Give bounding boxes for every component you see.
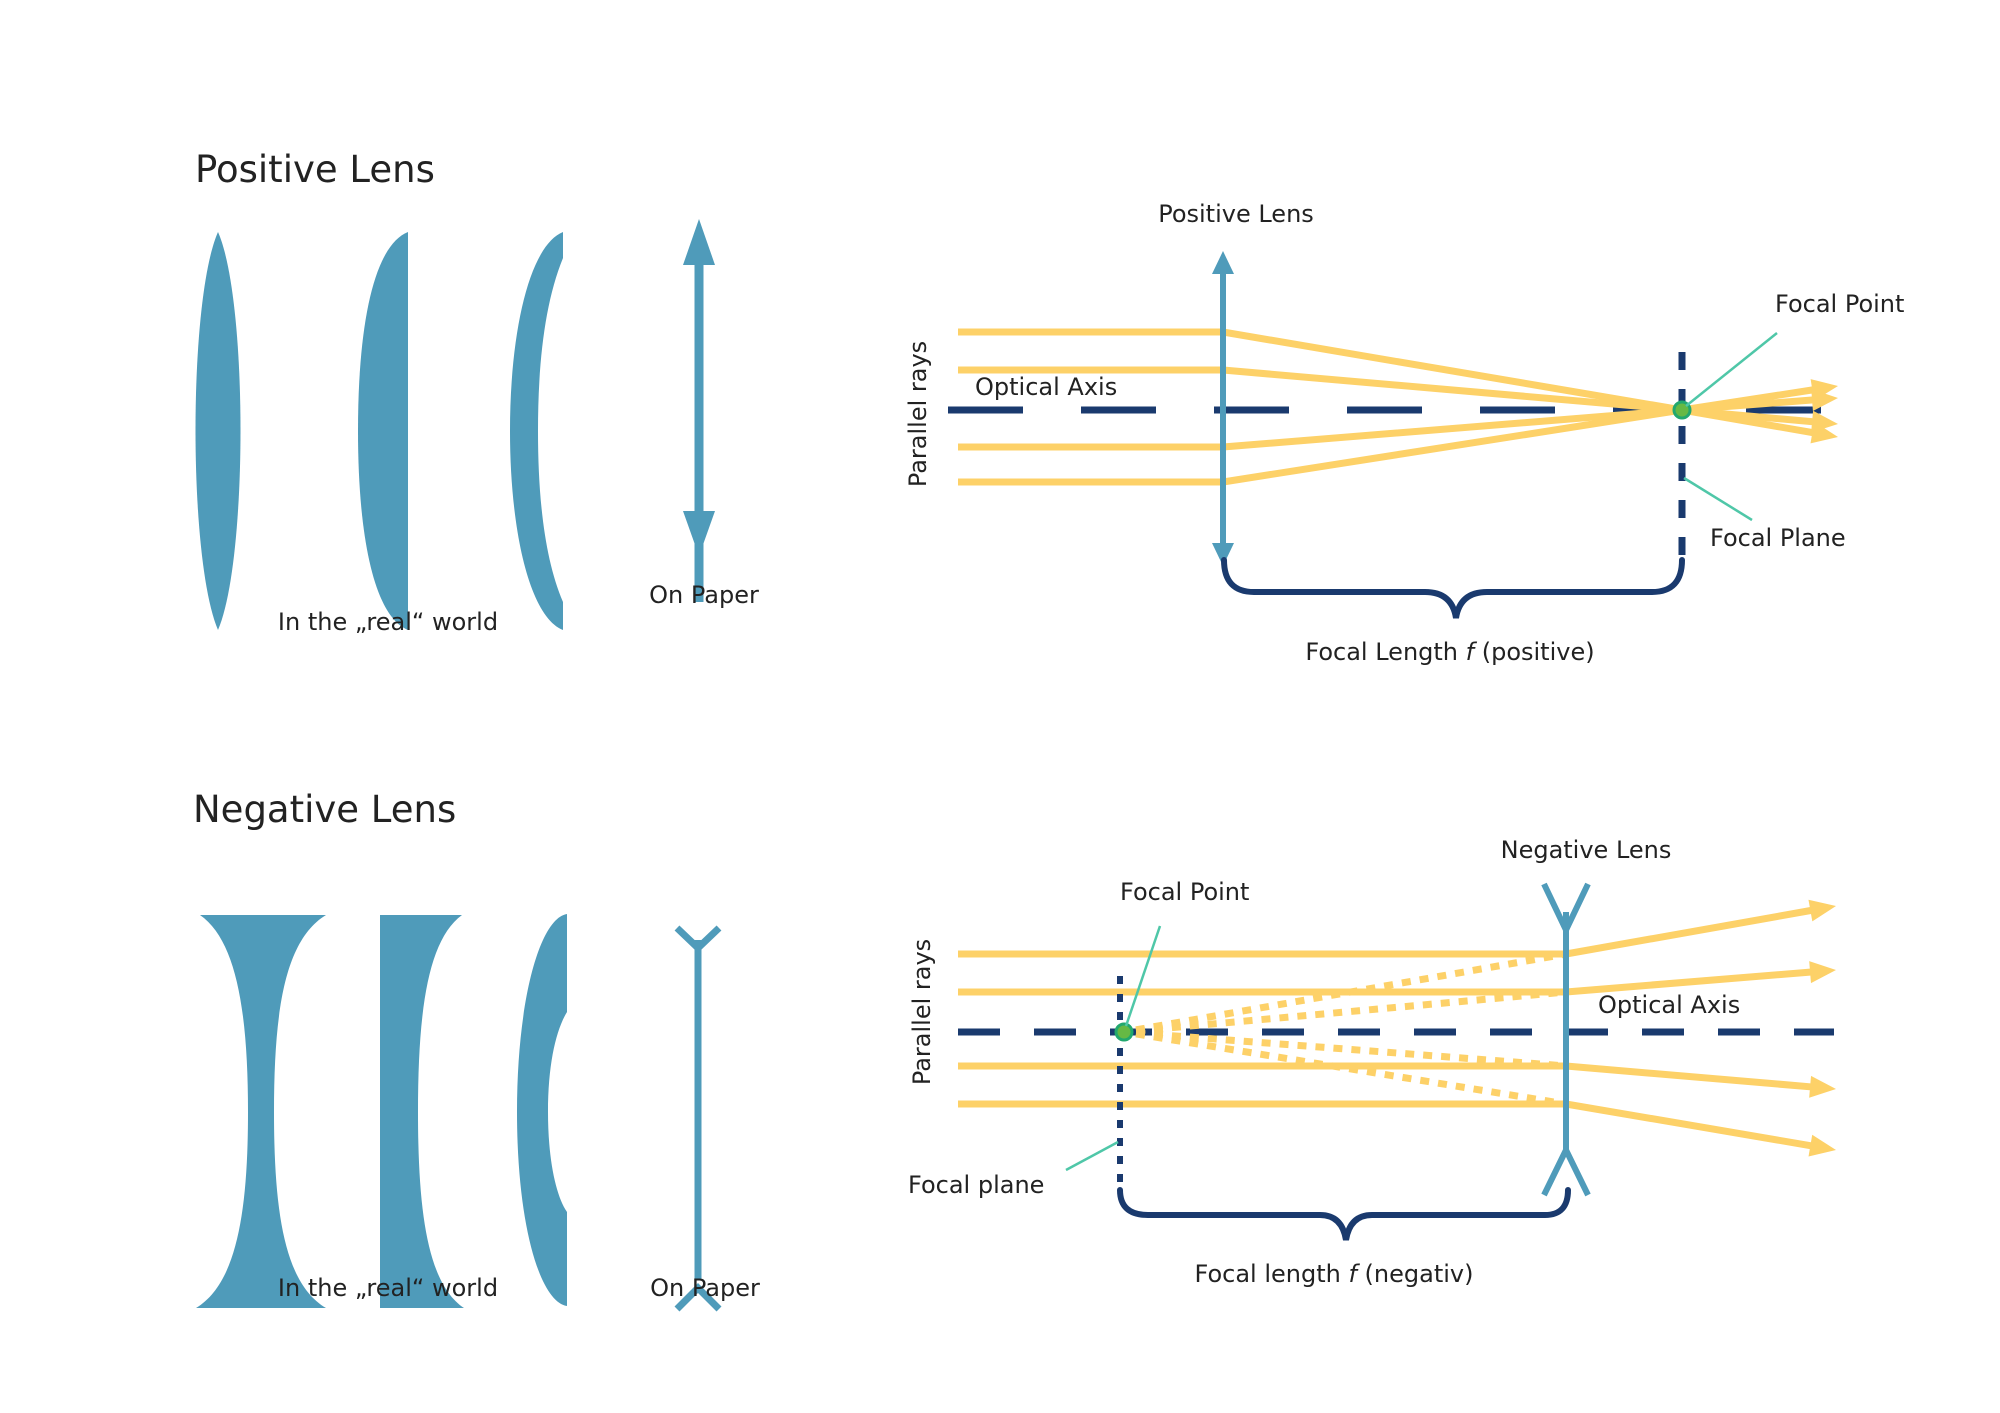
positive-focal-length-label: Focal Length f (positive)	[1305, 638, 1594, 666]
negative-focal-point-leader	[1124, 925, 1162, 1027]
virtual-ray	[1135, 1029, 1567, 1070]
positive-diagram-lens-label: Positive Lens	[1158, 200, 1314, 228]
negative-focal-length-brace	[1117, 1187, 1571, 1241]
positive-optical-axis-label: Optical Axis	[975, 373, 1117, 401]
positive-ray-diagram: Positive Lens Parallel rays Optical Axis…	[904, 200, 1904, 666]
negative-real-world-label: In the „real“ world	[278, 1274, 498, 1302]
positive-real-world-label: In the „real“ world	[278, 608, 498, 636]
negative-ray-exit	[1565, 1100, 1817, 1151]
negative-meniscus-lens-shape	[517, 914, 567, 1306]
positive-lens-section: Positive Lens In the „real“ world On Pap…	[195, 148, 759, 636]
lens-arrow-down-icon	[1212, 543, 1234, 566]
ray-arrow-icon	[1810, 421, 1838, 444]
plano-convex-lens-shape	[358, 232, 408, 630]
biconvex-lens-shape	[195, 232, 241, 630]
lens-fork-bottom-icon	[1541, 1143, 1591, 1197]
positive-lens-title: Positive Lens	[195, 148, 435, 191]
negative-ray-exit	[1565, 968, 1817, 996]
negative-real-world-lenses	[196, 914, 567, 1308]
lens-arrow-up-icon	[1212, 251, 1234, 274]
positive-rays	[958, 328, 1838, 486]
arrow-up-icon	[683, 219, 715, 265]
ray-arrow-icon	[1809, 961, 1836, 984]
negative-on-paper-label: On Paper	[650, 1274, 760, 1302]
positive-on-paper-label: On Paper	[649, 581, 759, 609]
positive-focal-length-brace	[1221, 557, 1685, 619]
focal-length-suffix: (negativ)	[1357, 1260, 1474, 1288]
lens-fork-top-icon	[1541, 882, 1591, 937]
positive-real-world-lenses	[195, 232, 563, 630]
negative-lens-title: Negative Lens	[193, 788, 456, 831]
positive-parallel-rays-label: Parallel rays	[904, 341, 932, 487]
ray-arrow-icon	[1808, 1134, 1836, 1157]
positive-ray-exit	[1681, 406, 1821, 438]
negative-diagram-lens-label: Negative Lens	[1501, 836, 1672, 864]
ray-arrow-icon	[1808, 899, 1836, 922]
positive-focal-point-leader	[1685, 332, 1778, 407]
positive-on-paper-lens	[683, 219, 715, 602]
positive-focal-plane-leader	[1683, 476, 1753, 522]
ray-arrow-icon	[1811, 389, 1838, 411]
arrow-down-icon	[683, 511, 715, 556]
negative-focal-length-label: Focal length f (negativ)	[1195, 1260, 1474, 1288]
focal-length-prefix: Focal Length	[1305, 638, 1465, 666]
negative-parallel-rays-label: Parallel rays	[908, 939, 936, 1085]
fork-bottom-icon	[674, 1283, 722, 1312]
positive-focal-point-label: Focal Point	[1775, 290, 1904, 318]
positive-focal-plane-label: Focal Plane	[1710, 524, 1846, 552]
virtual-ray	[1135, 988, 1567, 1035]
negative-optical-axis-label: Optical Axis	[1598, 991, 1740, 1019]
focal-length-suffix: (positive)	[1474, 638, 1595, 666]
focal-length-prefix: Focal length	[1195, 1260, 1349, 1288]
negative-focal-plane-label: Focal plane	[908, 1171, 1044, 1199]
positive-ray-exit	[1681, 395, 1821, 414]
negative-lens-section: Negative Lens In the „real“ world On Pap…	[193, 788, 760, 1312]
negative-ray-diagram: Negative Lens Parallel rays Optical Axis…	[908, 836, 1836, 1288]
negative-on-paper-lens	[674, 925, 722, 1312]
ray-arrow-icon	[1809, 1075, 1836, 1098]
biconcave-lens-shape	[196, 915, 326, 1308]
negative-rays	[958, 899, 1836, 1157]
negative-focal-point-label: Focal Point	[1120, 878, 1249, 906]
negative-focal-plane-leader	[1065, 1140, 1119, 1172]
negative-focal-point-marker	[1114, 1022, 1134, 1042]
fork-top-icon	[674, 925, 722, 953]
negative-ray-exit	[1565, 906, 1817, 958]
negative-ray-exit	[1565, 1062, 1817, 1091]
positive-meniscus-lens-shape	[510, 232, 563, 630]
plano-concave-lens-shape	[380, 915, 464, 1308]
